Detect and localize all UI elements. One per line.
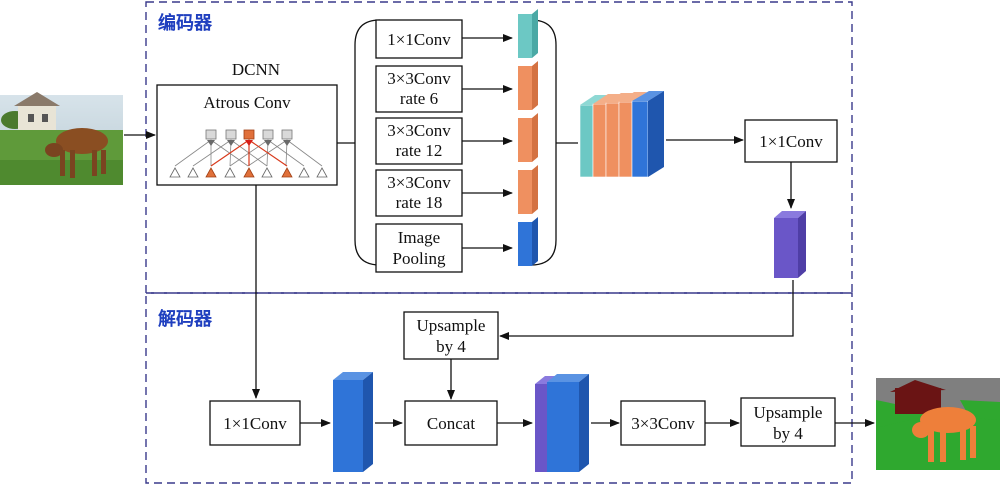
decoder-frame <box>145 292 853 484</box>
decoder-concat-box <box>404 400 498 446</box>
concat-feature-stack <box>579 91 664 178</box>
aspp-pooling-line1: Image <box>398 228 440 247</box>
decoder-title: 解码器 <box>158 308 213 330</box>
encoder-title: 编码器 <box>158 12 213 34</box>
decoder-upsample2-line2: by 4 <box>773 424 803 443</box>
aspp-rate12-line2: rate 12 <box>396 141 443 160</box>
aspp-conv1x1-box <box>375 19 463 59</box>
fmap-blue-pooling <box>518 217 538 266</box>
decoder-conv1x1-label: 1×1Conv <box>223 414 287 433</box>
aspp-pooling-line2: Pooling <box>393 249 446 268</box>
dcnn-title: DCNN <box>232 60 280 79</box>
encoder-frame <box>145 1 853 294</box>
decoder-conv3x3-label: 3×3Conv <box>631 414 695 433</box>
input-image <box>0 92 123 185</box>
aspp-pooling-box <box>375 223 463 273</box>
decoder-conv3x3-box <box>620 400 706 446</box>
decoder-upsample2-box <box>740 397 836 447</box>
aspp-rate12-line1: 3×3Conv <box>387 121 451 140</box>
decoder-upsample1-line2: by 4 <box>436 337 466 356</box>
decoder-upsample2-line1: Upsample <box>754 403 823 422</box>
fmap-orange-rate12 <box>518 113 538 162</box>
aspp-conv1x1-label: 1×1Conv <box>387 30 451 49</box>
fmap-orange-rate18 <box>518 165 538 214</box>
aspp-rate18-line1: 3×3Conv <box>387 173 451 192</box>
atrous-conv-label: Atrous Conv <box>203 93 291 112</box>
aspp-rate6-line2: rate 6 <box>400 89 438 108</box>
decoder-upsample1-line1: Upsample <box>417 316 486 335</box>
decoder-concat-label: Concat <box>427 414 475 433</box>
aspp-rate6-box <box>375 65 463 113</box>
lowlevel-blue-fmap <box>333 372 373 472</box>
aspp-rate12-box <box>375 117 463 165</box>
aspp-left-bracket <box>354 19 381 266</box>
encoder-output-fmap <box>774 211 806 278</box>
concat-output-fmap <box>535 374 589 472</box>
decoder-conv1x1-box <box>209 400 301 446</box>
fmap-orange-rate6 <box>518 61 538 110</box>
encoder-conv1x1-label: 1×1Conv <box>759 132 823 151</box>
aspp-rate18-line2: rate 18 <box>396 193 443 212</box>
decoder-upsample1-box <box>403 311 499 360</box>
output-segmentation <box>876 378 1000 470</box>
fmap-teal <box>518 9 538 58</box>
aspp-rate6-line1: 3×3Conv <box>387 69 451 88</box>
atrous-conv-illustration <box>169 129 328 178</box>
arrow-encoder-upsample <box>499 280 794 340</box>
